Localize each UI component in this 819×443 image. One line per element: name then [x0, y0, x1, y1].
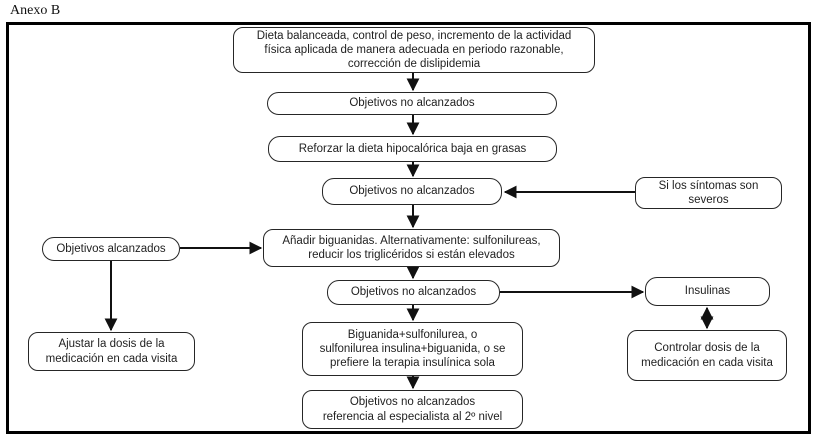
- flowchart-frame: [6, 22, 811, 434]
- node-objetivos-no-alcanzados-1: Objetivos no alcanzados: [267, 92, 557, 115]
- node-ajustar-dosis: Ajustar la dosis de la medicación en cad…: [28, 332, 195, 371]
- node-sintomas-severos: Si los síntomas son severos: [635, 177, 782, 209]
- node-biguanida-sulfonilurea: Biguanida+sulfonilurea, o sulfonilurea i…: [302, 322, 523, 376]
- page-title: Anexo B: [10, 3, 61, 18]
- node-objetivos-alcanzados: Objetivos alcanzados: [42, 237, 180, 261]
- node-reforzar-dieta: Reforzar la dieta hipocalórica baja en g…: [268, 136, 557, 162]
- node-objetivos-no-alcanzados-3: Objetivos no alcanzados: [327, 280, 500, 305]
- node-dieta-balanceada: Dieta balanceada, control de peso, incre…: [233, 27, 595, 73]
- node-objetivos-no-alcanzados-referencia: Objetivos no alcanzados referencia al es…: [302, 390, 523, 429]
- node-controlar-dosis: Controlar dosis de la medicación en cada…: [627, 330, 787, 381]
- node-objetivos-no-alcanzados-2: Objetivos no alcanzados: [322, 178, 502, 205]
- node-anadir-biguanidas: Añadir biguanidas. Alternativamente: sul…: [263, 229, 560, 267]
- node-insulinas: Insulinas: [645, 277, 770, 306]
